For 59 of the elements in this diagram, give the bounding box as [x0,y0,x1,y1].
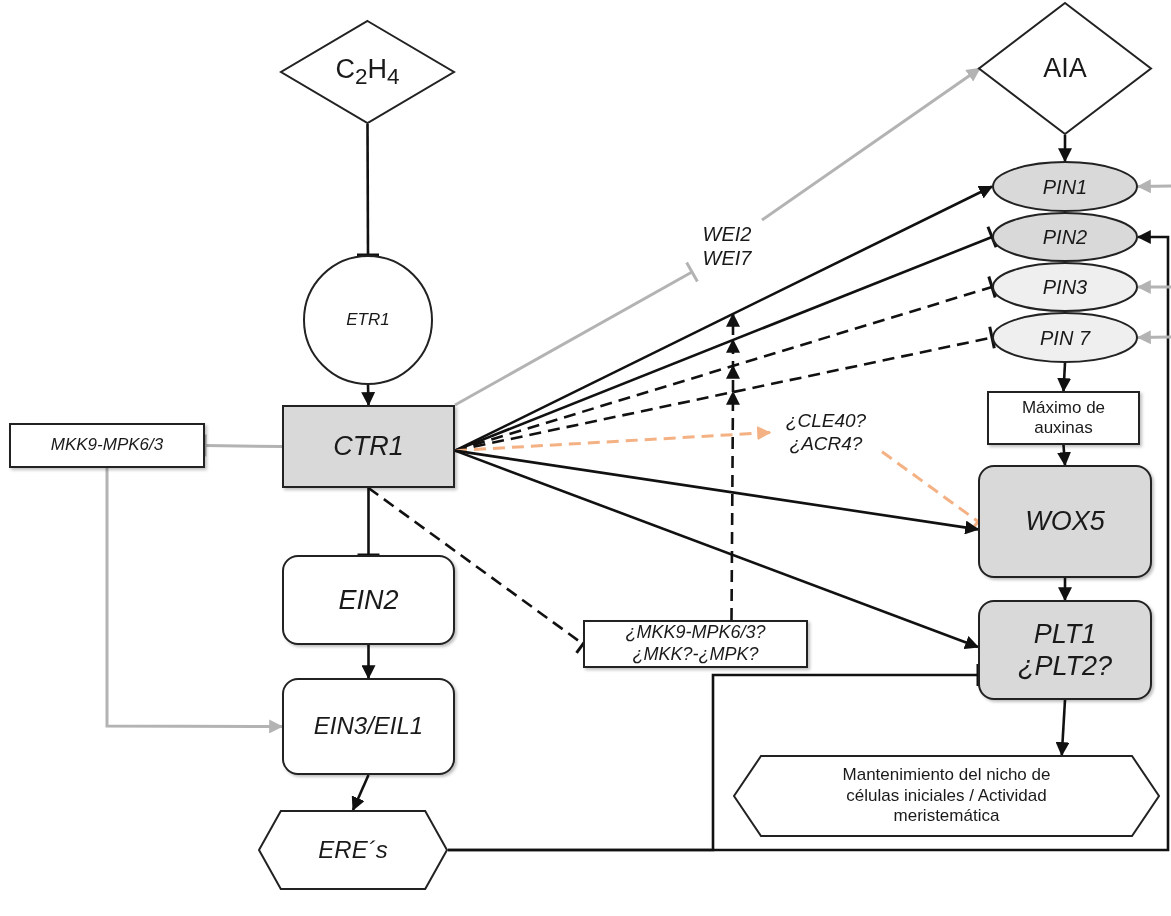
rounded-box [978,600,1152,700]
ellipse-node [992,312,1138,363]
hexagon-node [258,810,448,890]
node-label: EIN3/EIL1 [313,712,424,741]
arrow [1058,578,1072,602]
node-label: ERE´s [318,835,388,865]
process-box [282,405,455,488]
node-label: PIN1 [1042,174,1088,199]
node-label: PIN2 [1042,225,1088,249]
arrow [1136,330,1171,345]
ellipse-node [992,212,1138,262]
inhibition-line [454,260,699,407]
arrow [448,230,1170,852]
arrow [761,67,981,222]
process-box [583,620,808,668]
ellipse-node [992,262,1138,312]
circle-node [303,255,433,385]
arrow [726,314,740,620]
node-label: C$_{2}$H$_{4}$ [335,53,400,91]
arrow [361,645,376,680]
node-label: Máximo de auxinas [1020,397,1107,439]
arrow [361,384,376,407]
node-label: CTR1 [333,430,404,463]
node-label: PIN 7 [1040,325,1090,350]
gene-label: ¿CLE40? ¿ACR4? [770,405,882,460]
inhibition-line [203,433,283,458]
inhibition-line [454,225,998,452]
gene-label: WEI2 WEI7 [692,220,762,272]
node-label: AIA [1043,52,1087,85]
arrow [1057,444,1071,467]
arrow [351,774,370,812]
inhibition-line [355,124,381,257]
arrow [1136,179,1171,194]
arrow [105,468,284,734]
diamond-node [280,20,455,124]
arrow [454,185,994,452]
arrow [1136,280,1171,294]
rounded-box [282,555,455,645]
node-label: MKK9-MPK6/3 [50,435,164,456]
arrow [454,449,980,650]
inhibition-line [356,488,381,557]
process-box [987,391,1140,445]
node-label: Mantenimiento del nicho de células iniciales / Actividad meristemática [841,765,1052,827]
node-label: WOX5 [1025,505,1105,538]
rounded-box [282,678,455,775]
node-label: ETR1 [346,309,390,331]
arrow [1057,362,1072,393]
arrow [454,426,772,453]
hexagon-node [733,755,1160,837]
ellipse-node [992,161,1138,212]
process-box [9,423,205,468]
node-label: PIN3 [1042,275,1088,299]
rounded-box [978,465,1152,578]
arrow [1055,699,1070,757]
arrow [1058,135,1072,163]
node-label: EIN2 [338,583,399,617]
node-label: ¿MKK9-MPK6/3? ¿MKK?-¿MPK? [624,622,767,666]
node-label: PLT1 ¿PLT2? [1016,617,1113,683]
diamond-node [978,2,1152,135]
